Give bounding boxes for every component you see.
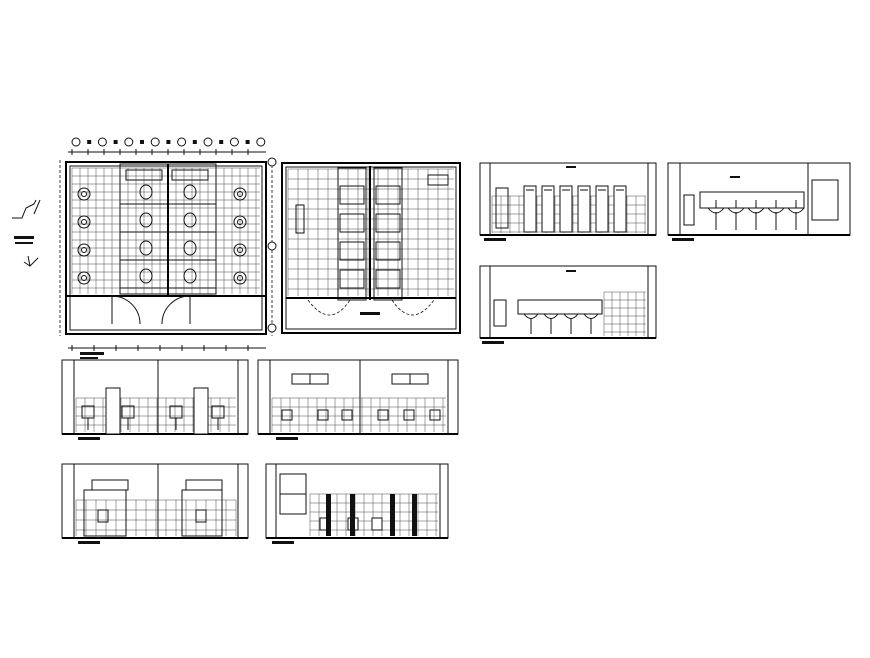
partition	[577, 185, 591, 233]
toilet	[403, 409, 415, 421]
stall-door	[181, 489, 223, 537]
stall	[375, 269, 401, 289]
lavatory	[77, 243, 91, 257]
lavatory	[233, 243, 247, 257]
toilet	[341, 409, 353, 421]
grid-bubble	[71, 137, 81, 147]
stall	[339, 213, 365, 233]
elevation-a	[61, 359, 249, 440]
partition	[326, 494, 331, 536]
grid-bubble	[124, 137, 134, 147]
lavatory	[233, 187, 247, 201]
toilet	[317, 409, 329, 421]
toilet	[139, 212, 153, 228]
grid-bubble	[203, 137, 213, 147]
stall	[339, 241, 365, 261]
section-symbols	[12, 199, 41, 268]
elevation-b	[257, 359, 459, 440]
stall	[339, 269, 365, 289]
partition	[559, 185, 573, 233]
partition	[595, 185, 609, 233]
partition	[412, 494, 417, 536]
stall	[339, 185, 365, 205]
toilet	[183, 240, 197, 256]
grid-marker	[219, 140, 224, 144]
elevation-urinals	[265, 463, 449, 544]
grid-marker	[140, 140, 144, 144]
grid-bubbles	[71, 137, 266, 147]
grid-marker	[245, 140, 250, 144]
grid-bubble	[150, 137, 160, 147]
lavatory	[77, 271, 91, 285]
toilet	[183, 268, 197, 284]
ceiling-plan	[281, 162, 461, 334]
toilet	[139, 240, 153, 256]
grid-bubble	[97, 137, 107, 147]
stall	[375, 213, 401, 233]
stall	[375, 241, 401, 261]
partition	[523, 185, 537, 233]
toilet	[183, 184, 197, 200]
partition	[390, 494, 395, 536]
grid-marker	[192, 140, 197, 144]
grid-marker	[113, 140, 118, 144]
grid-bubble	[177, 137, 187, 147]
toilet	[281, 409, 293, 421]
grid-bubble	[229, 137, 239, 147]
urinal	[371, 517, 383, 531]
toilet	[429, 409, 441, 421]
stall-door	[83, 489, 127, 537]
lavatory	[77, 215, 91, 229]
lavatory	[77, 187, 91, 201]
lavatory	[233, 271, 247, 285]
grid-marker	[87, 140, 92, 144]
toilet	[183, 212, 197, 228]
grid-marker	[166, 140, 171, 144]
elevation-partitions	[479, 162, 657, 241]
toilet	[139, 184, 153, 200]
elevation-lavatories	[667, 162, 851, 241]
partition	[541, 185, 555, 233]
toilet	[377, 409, 389, 421]
grid-bubble	[256, 137, 266, 147]
elevation-c	[61, 463, 249, 544]
stall	[375, 185, 401, 205]
partition	[350, 494, 355, 536]
lavatory	[233, 215, 247, 229]
partition	[613, 185, 627, 233]
toilet	[195, 509, 207, 523]
toilet	[97, 509, 109, 523]
elevation-vanity-tiled	[479, 265, 657, 344]
floor-plan	[59, 137, 277, 359]
toilet	[139, 268, 153, 284]
